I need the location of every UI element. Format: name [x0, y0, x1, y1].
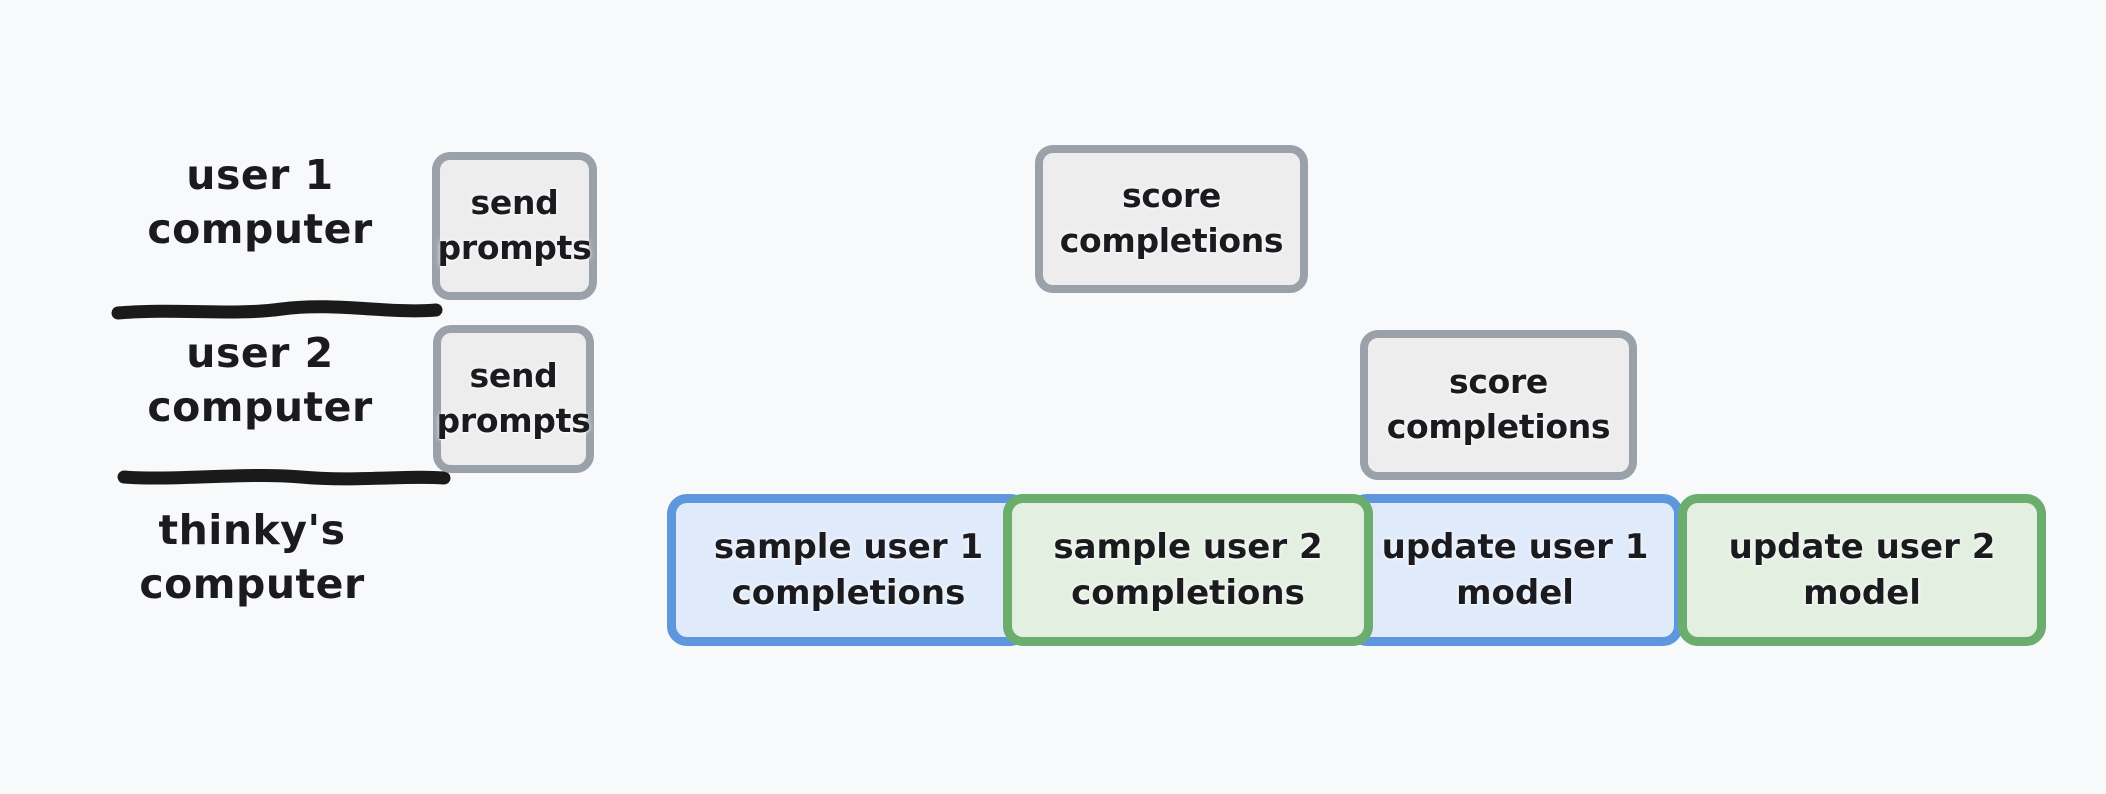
lane-label-line: computer: [147, 205, 373, 254]
box-text-line: prompts: [436, 401, 591, 440]
box-score-completions-user1: score completions: [1035, 145, 1308, 293]
box-text-line: model: [1456, 573, 1574, 613]
box-text-line: send: [469, 356, 558, 396]
box-text-line: model: [1803, 573, 1921, 613]
lane-label-thinkys-computer: thinky's computer: [62, 503, 442, 611]
lane-label-line: computer: [147, 383, 373, 432]
box-text-line: sample user 1: [713, 526, 984, 567]
box-text-line: score: [1448, 362, 1549, 402]
box-text-line: update user 1: [1381, 526, 1649, 567]
lane-label-user2-computer: user 2 computer: [70, 326, 450, 434]
box-sample-user1-completions: sample user 1 completions: [667, 494, 1030, 646]
box-sample-user2-completions: sample user 2 completions: [1003, 494, 1373, 646]
box-update-user1-model: update user 1 model: [1347, 494, 1683, 646]
lane-label-line: user 1: [186, 151, 334, 199]
box-text-line: prompts: [437, 228, 592, 267]
lane-divider-line: [111, 300, 443, 320]
box-score-completions-user2: score completions: [1360, 330, 1637, 480]
box-text-line: completions: [1071, 573, 1305, 613]
lane-label-line: thinky's: [158, 506, 346, 554]
lane-label-user1-computer: user 1 computer: [70, 148, 450, 256]
box-text-line: update user 2: [1728, 526, 1996, 567]
lane-label-line: computer: [139, 560, 365, 609]
box-text-line: completions: [1386, 407, 1611, 446]
box-send-prompts-user1: send prompts: [432, 152, 597, 300]
box-text-line: completions: [731, 573, 966, 613]
lane-label-line: user 2: [186, 329, 334, 377]
box-text-line: sample user 2: [1053, 526, 1323, 567]
box-text-line: send: [470, 183, 559, 223]
box-text-line: completions: [1059, 221, 1284, 260]
lane-divider-line: [117, 468, 451, 486]
box-text-line: score: [1121, 176, 1222, 216]
box-update-user2-model: update user 2 model: [1678, 494, 2046, 646]
box-send-prompts-user2: send prompts: [433, 325, 594, 473]
